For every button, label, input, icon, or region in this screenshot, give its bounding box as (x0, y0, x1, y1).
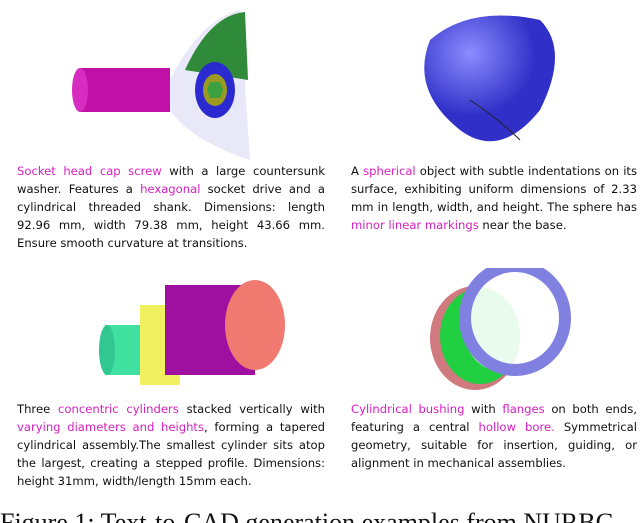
bushing-render (430, 268, 571, 390)
desc-part: flanges (502, 402, 545, 416)
desc-part: Cylindrical bushing (351, 402, 465, 416)
desc-part: near the base. (478, 218, 567, 232)
desc-part: object with subtle indentations on its s… (351, 164, 638, 214)
desc-part: varying diameters and heights (17, 420, 205, 434)
desc-part: Symmetrical geometry, suitable for inser… (351, 420, 637, 470)
desc-part: spherical (363, 164, 416, 178)
figure-caption: Figure 1: Text-to-CAD generation example… (0, 508, 615, 523)
cylinders-render (99, 280, 285, 385)
desc-part: minor linear markings (351, 218, 479, 232)
desc-part: hollow bore. (478, 420, 555, 434)
desc-part: with a large countersunk washer. Feature… (17, 164, 326, 196)
desc-part: Socket head cap screw (17, 164, 162, 178)
panel-description: Three concentric cylinders stacked verti… (17, 400, 325, 490)
panel-description: Socket head cap screw with a large count… (17, 162, 325, 252)
desc-part: Three (17, 402, 59, 416)
sphere-render (424, 15, 555, 142)
desc-part: , forming a tapered cylindrical assembly… (17, 420, 325, 488)
desc-part: on both ends, featuring a central (351, 402, 637, 434)
screw-render (72, 10, 250, 160)
desc-part: concentric cylinders (58, 402, 179, 416)
desc-part: hexagonal (140, 182, 201, 196)
panel-description: A spherical object with subtle indentati… (351, 162, 637, 234)
panel-description: Cylindrical bushing with flanges on both… (351, 400, 637, 472)
desc-part: with (464, 402, 503, 416)
desc-part: stacked vertically with (178, 402, 325, 416)
desc-part: A (351, 164, 364, 178)
desc-part: socket drive and a cylindrical threaded … (17, 182, 325, 250)
